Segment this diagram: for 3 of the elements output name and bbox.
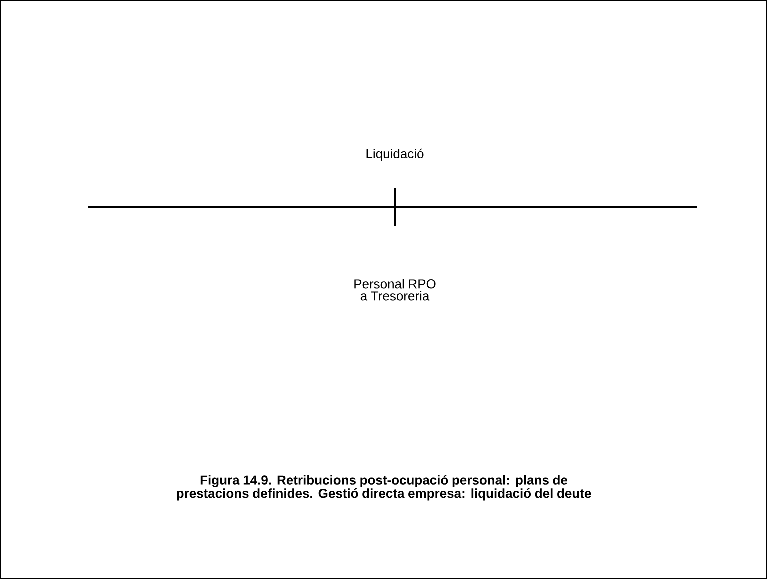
timeline-label: Personal RPO a Tresoreria [354,279,436,301]
figure-caption: Figura 14.9. Retribucions post-ocupació personal: plans de prestacions definides. Gestió directa empresa: liquidació del deute [177,475,592,501]
timeline-label: Liquidació [366,148,424,162]
